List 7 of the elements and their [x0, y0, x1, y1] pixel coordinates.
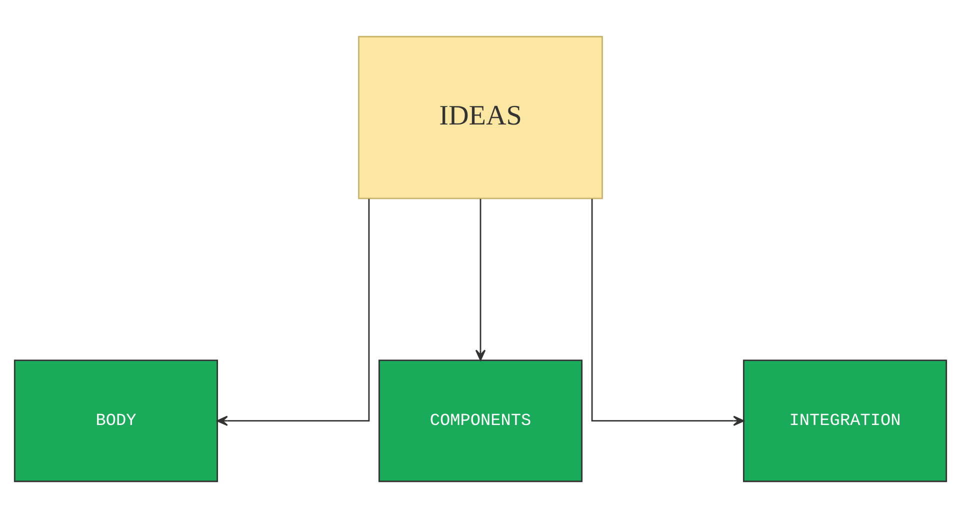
- arrow: [216, 198, 370, 426]
- node-box: BODY: [14, 359, 218, 482]
- arrow: [591, 198, 744, 426]
- node-box: IDEAS: [358, 35, 603, 199]
- arrow: [475, 198, 486, 360]
- node-box: INTEGRATION: [742, 359, 948, 482]
- node-box: COMPONENTS: [378, 359, 583, 482]
